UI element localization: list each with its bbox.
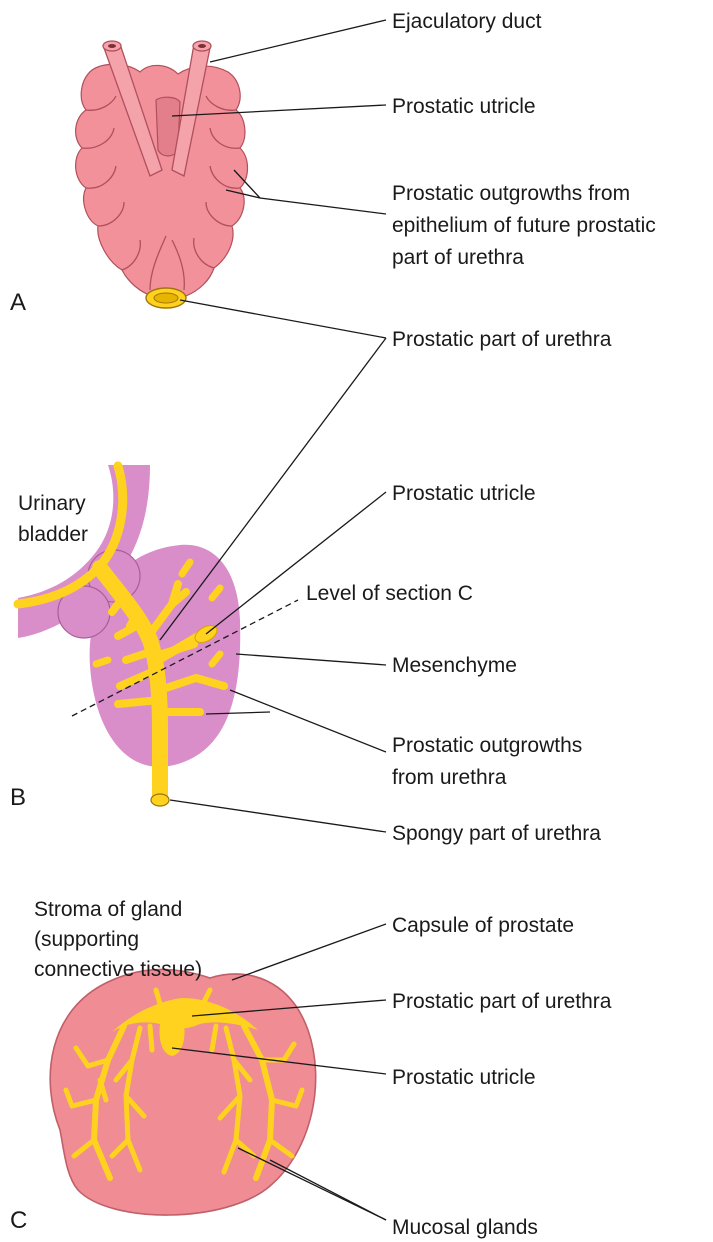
label-stroma-line1: Stroma of gland <box>34 898 182 921</box>
label-prostatic-part-c: Prostatic part of urethra <box>392 990 612 1013</box>
label-outgrowths-b-line2: from urethra <box>392 766 507 789</box>
duct-lumen <box>108 44 116 48</box>
leader-ejaculatory-duct <box>210 20 386 62</box>
leader-outgrowths-a <box>234 170 386 214</box>
label-prostatic-part-a: Prostatic part of urethra <box>392 328 612 351</box>
label-urinary-bladder-line1: Urinary <box>18 492 86 515</box>
urethra-lumen <box>154 293 178 303</box>
panel-a-illustration <box>76 41 248 308</box>
panel-letter-c: C <box>10 1207 27 1234</box>
label-prostatic-utricle-b: Prostatic utricle <box>392 482 536 505</box>
label-outgrowths-a-line1: Prostatic outgrowths from <box>392 182 630 205</box>
urethra-end <box>151 794 169 806</box>
label-outgrowths-a-line2: epithelium of future prostatic <box>392 214 656 237</box>
label-mesenchyme: Mesenchyme <box>392 654 517 677</box>
label-mucosal-glands: Mucosal glands <box>392 1216 538 1239</box>
leader-spongy-part <box>170 800 386 832</box>
label-spongy-part: Spongy part of urethra <box>392 822 601 845</box>
leader-prostatic-utricle-b <box>206 492 386 634</box>
label-prostatic-utricle-c: Prostatic utricle <box>392 1066 536 1089</box>
duct-lumen <box>198 44 206 48</box>
leader-mucosal-glands-2 <box>270 1160 386 1220</box>
label-outgrowths-a-line3: part of urethra <box>392 246 524 269</box>
panel-c-illustration <box>50 969 316 1215</box>
leader-mesenchyme <box>236 654 386 665</box>
leader-outgrowths-b <box>230 690 386 752</box>
leader-prostatic-part-a <box>180 300 386 338</box>
label-stroma-line2: (supporting <box>34 928 139 951</box>
label-prostatic-utricle-a: Prostatic utricle <box>392 95 536 118</box>
leader-capsule <box>232 924 386 980</box>
label-stroma-line3: connective tissue) <box>34 958 202 981</box>
label-capsule: Capsule of prostate <box>392 914 574 937</box>
label-outgrowths-b-line1: Prostatic outgrowths <box>392 734 582 757</box>
label-urinary-bladder-line2: bladder <box>18 523 88 546</box>
label-level-of-section: Level of section C <box>306 582 473 605</box>
panel-letter-b: B <box>10 784 26 811</box>
panel-b-illustration <box>18 465 240 806</box>
panel-letter-a: A <box>10 289 26 316</box>
label-ejaculatory-duct: Ejaculatory duct <box>392 10 542 33</box>
